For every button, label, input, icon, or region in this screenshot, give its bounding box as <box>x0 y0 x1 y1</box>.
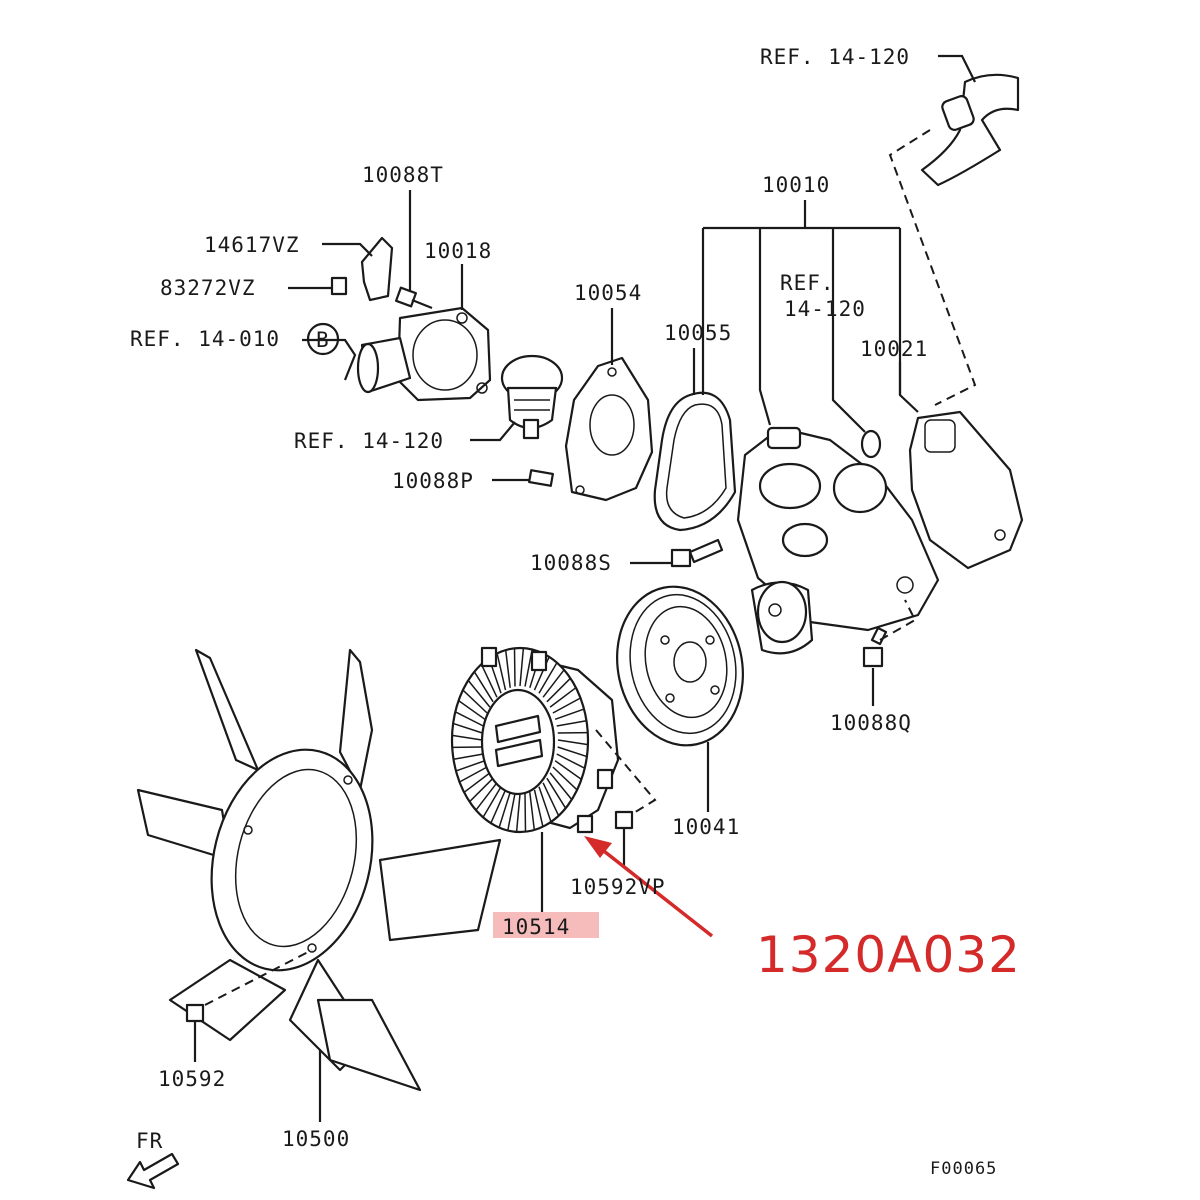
gasket-10055 <box>653 391 737 532</box>
label-10088Q: 10088Q <box>830 711 912 735</box>
label-ref-mid-b: 14-120 <box>784 297 866 321</box>
water-pump <box>736 426 940 655</box>
label-ref-14-010: REF. 14-010 <box>130 327 280 351</box>
label-10592VP: 10592VP <box>570 875 666 899</box>
label-10010: 10010 <box>762 173 830 197</box>
bolt-10088S <box>670 538 724 568</box>
front-arrow-icon <box>126 1152 180 1190</box>
label-fr: FR <box>136 1129 163 1153</box>
label-10041: 10041 <box>672 815 740 839</box>
label-83272VZ: 83272VZ <box>160 276 256 300</box>
label-ref-14-120-top: REF. 14-120 <box>760 45 910 69</box>
bolt-10592 <box>185 1003 205 1030</box>
callout-arrow <box>584 836 714 938</box>
fan-blades <box>136 648 502 1092</box>
bolt-10592VP <box>614 810 634 830</box>
label-10088S: 10088S <box>530 551 612 575</box>
label-10021: 10021 <box>860 337 928 361</box>
label-circle-b: B <box>316 328 330 352</box>
gasket-10021 <box>908 410 1024 570</box>
bolt-10088T <box>394 286 433 310</box>
gasket-10054 <box>564 356 654 502</box>
leader-lines <box>193 190 919 1122</box>
label-10088P: 10088P <box>392 469 474 493</box>
label-10500: 10500 <box>282 1127 350 1151</box>
clutch-bolt-dashed <box>595 729 657 815</box>
label-ref-mid-a: REF. <box>780 271 835 295</box>
label-10514: 10514 <box>502 915 570 939</box>
label-10088T: 10088T <box>362 163 444 187</box>
thermostat-housing <box>356 306 492 402</box>
label-14617VZ: 14617VZ <box>204 233 300 257</box>
bolt-10088P <box>528 469 554 487</box>
pulley <box>616 585 744 747</box>
label-10055: 10055 <box>664 321 732 345</box>
fan-bolt-dashed <box>204 949 313 1006</box>
o-ring <box>860 429 882 459</box>
label-10592: 10592 <box>158 1067 226 1091</box>
fan-clutch <box>450 646 620 834</box>
hose-leader-dashed <box>888 129 977 406</box>
callout-part-number: 1320A032 <box>756 926 1021 984</box>
bolt-10088Q <box>862 626 888 668</box>
ref-circle <box>306 322 340 356</box>
part-highlight <box>493 912 599 938</box>
figure-code: F00065 <box>930 1159 997 1179</box>
thermostat <box>500 354 564 440</box>
label-10018: 10018 <box>424 239 492 263</box>
upper-hose <box>920 54 1020 187</box>
label-10054: 10054 <box>574 281 642 305</box>
label-ref-14-120-thermo: REF. 14-120 <box>294 429 444 453</box>
